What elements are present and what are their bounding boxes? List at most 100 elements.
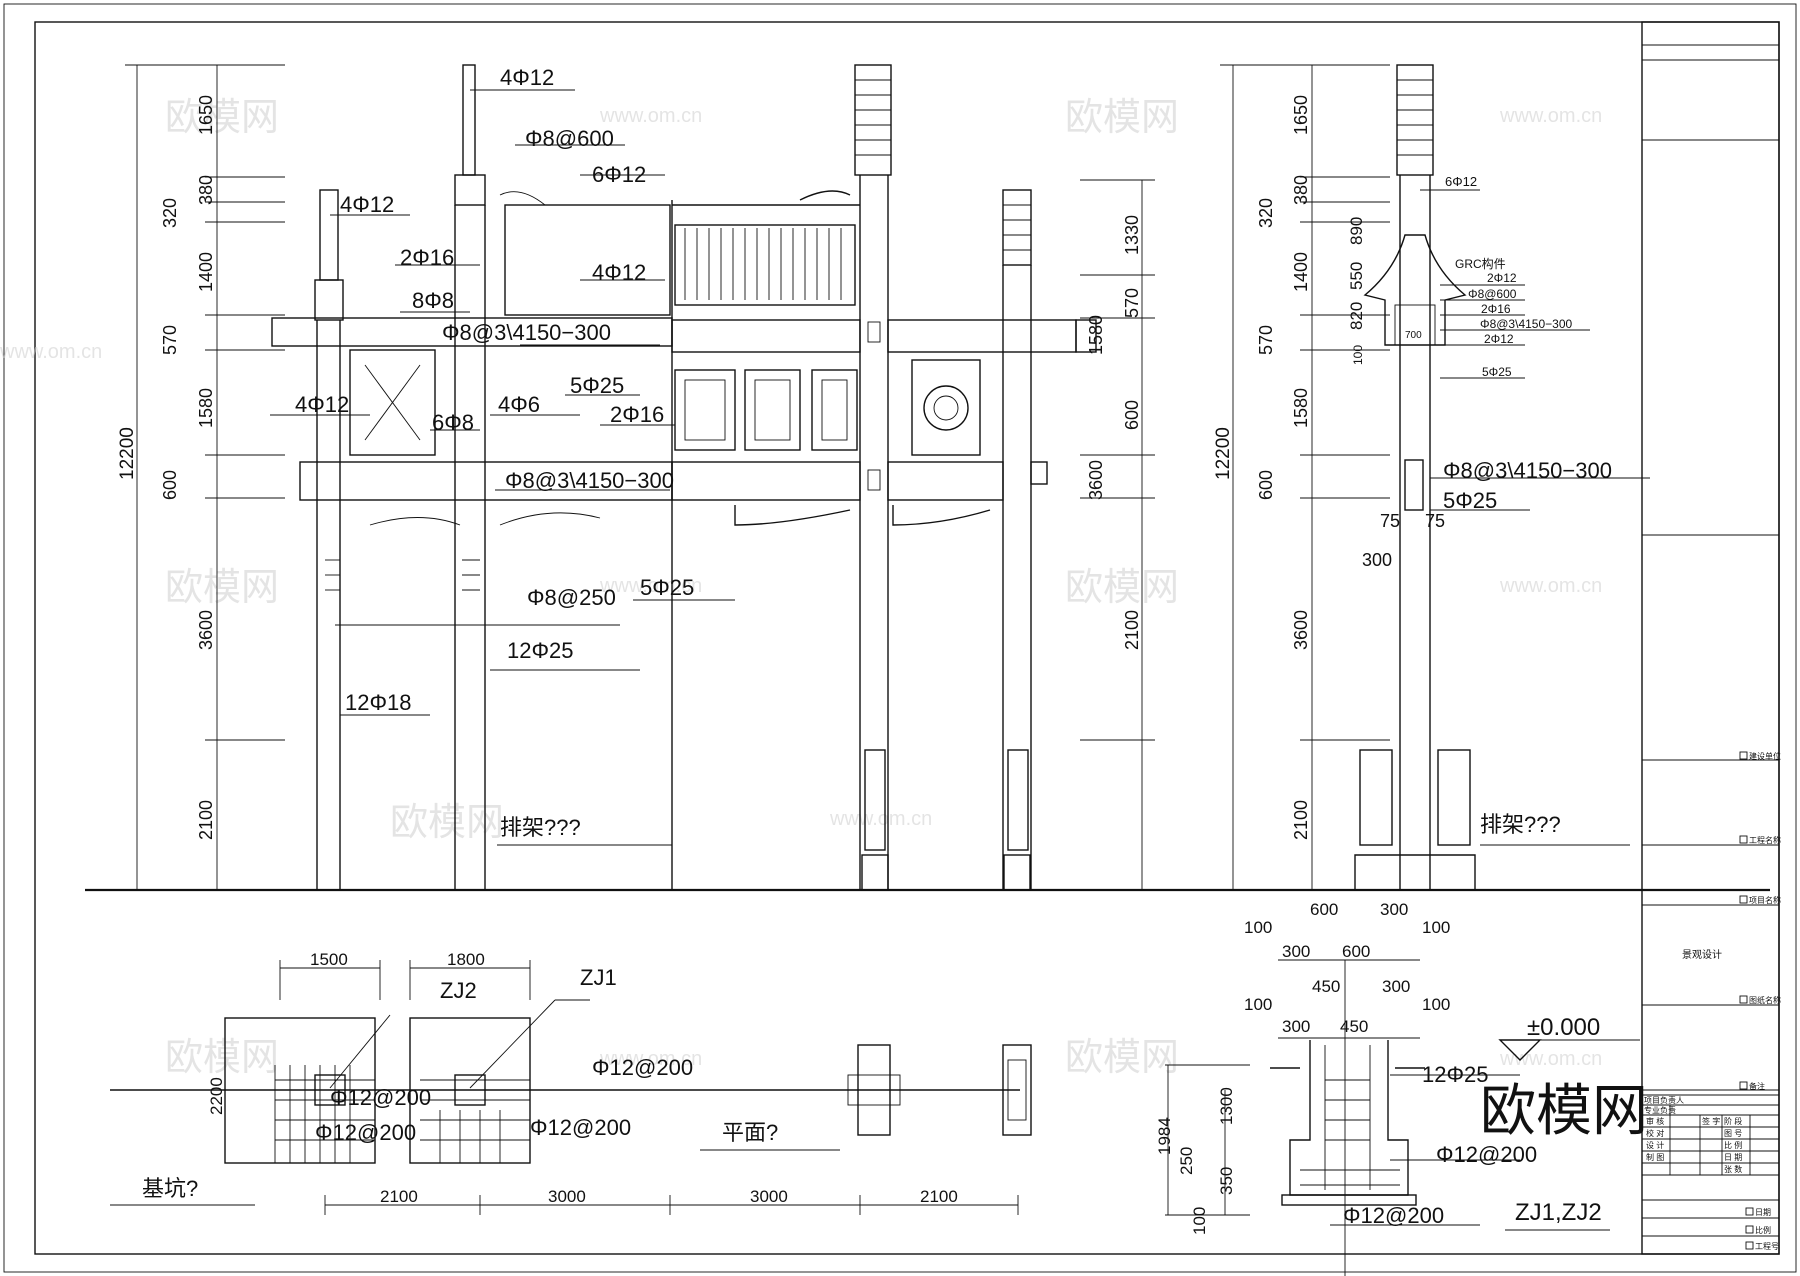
watermark-brand: 欧模网 bbox=[1065, 97, 1179, 139]
watermark-url: www.om.cn bbox=[1499, 1048, 1602, 1070]
footing-dim: 300 bbox=[1380, 900, 1408, 919]
side-rebar-label: 6Φ12 bbox=[1445, 174, 1477, 189]
level-dim: 1650 bbox=[1291, 95, 1311, 135]
tb-project-name: 景观设计 bbox=[1682, 948, 1722, 961]
tb-footer-label: 日期 bbox=[1755, 1208, 1771, 1217]
brand-logo-text: 欧模网 bbox=[1480, 1079, 1648, 1142]
footing-height-dim: 100 bbox=[1190, 1207, 1209, 1235]
detail-dim: 890 bbox=[1347, 217, 1366, 245]
tb-grid-label: 比 例 bbox=[1724, 1140, 1742, 1150]
rebar-label: 12Φ18 bbox=[345, 690, 412, 715]
outer-frame bbox=[3, 3, 1797, 1273]
detail-dim: 820 bbox=[1347, 302, 1366, 330]
side-rebar-label: 5Φ25 bbox=[1482, 365, 1512, 379]
span-dim: 2100 bbox=[380, 1187, 418, 1206]
rebar-label: 5Φ25 bbox=[640, 575, 694, 600]
span-dim: 3000 bbox=[548, 1187, 586, 1206]
watermark-url: www.om.cn bbox=[599, 575, 702, 597]
plan-rebar-label: Φ12@200 bbox=[330, 1085, 431, 1110]
tb-grid-label: 制 图 bbox=[1646, 1152, 1664, 1162]
rebar-label: Φ8@250 bbox=[527, 585, 616, 610]
tb-grid-label: 审 核 bbox=[1646, 1116, 1664, 1126]
footing-dim: 600 bbox=[1310, 900, 1338, 919]
tb-grid-label: 校 对 bbox=[1646, 1128, 1664, 1138]
detail-dim: 100 bbox=[1351, 345, 1365, 365]
tb-label: 备注 bbox=[1749, 1081, 1765, 1091]
span-dim: 2100 bbox=[920, 1187, 958, 1206]
watermark-url: www.om.cn bbox=[599, 1048, 702, 1070]
right-level-dim: 600 bbox=[1122, 400, 1142, 430]
checkbox-icon bbox=[1739, 895, 1748, 904]
footing-dim: 450 bbox=[1340, 1017, 1368, 1036]
watermark-url: www.om.cn bbox=[1499, 105, 1602, 127]
watermark-brand: 欧模网 bbox=[1065, 567, 1179, 609]
level-mark: ±0.000 bbox=[1527, 1014, 1600, 1041]
tb-grid-label: 签 字 bbox=[1702, 1116, 1720, 1126]
checkbox-icon bbox=[1745, 1207, 1754, 1216]
side-rebar-label-large: 5Φ25 bbox=[1443, 488, 1497, 513]
side-rebar-label: 2Φ12 bbox=[1487, 271, 1517, 285]
level-dim: 1400 bbox=[1291, 252, 1311, 292]
front-elevation: 12200 1650 320 380 1400 570 1580 600 360… bbox=[85, 64, 1770, 892]
tb-grid-label: 日 期 bbox=[1724, 1153, 1742, 1162]
side-rebar-label-large: Φ8@3\4150−300 bbox=[1443, 458, 1612, 483]
rebar-label: 4Φ12 bbox=[500, 65, 554, 90]
level-dim: 1580 bbox=[1291, 388, 1311, 428]
level-dim: 600 bbox=[1256, 470, 1276, 500]
tb-label: 工程名称 bbox=[1749, 835, 1781, 845]
column-dim: 75 bbox=[1380, 511, 1400, 531]
right-level-dim: 570 bbox=[1122, 288, 1142, 318]
level-dim: 570 bbox=[1256, 325, 1276, 355]
footing-dim: 600 bbox=[1342, 942, 1370, 961]
pit-and-plan: 1500 1800 2200 ZJ2 ZJ1 Φ12@200 Φ12@200 Φ… bbox=[110, 950, 1032, 1215]
watermark-brand: 欧模网 bbox=[1065, 1037, 1179, 1079]
tb-label: 项目名称 bbox=[1749, 895, 1781, 905]
footing-tag-zj2: ZJ2 bbox=[440, 978, 477, 1003]
rebar-label: Φ8@3\4150−300 bbox=[442, 320, 611, 345]
span-dim: 3000 bbox=[750, 1187, 788, 1206]
level-dim: 380 bbox=[196, 175, 216, 205]
side-elevation: 12200 1650 320 380 1400 570 1580 600 360… bbox=[1213, 64, 1650, 891]
footing-height-dim: 250 bbox=[1177, 1147, 1196, 1175]
footing-dim: 100 bbox=[1422, 995, 1450, 1014]
checkbox-icon bbox=[1739, 1081, 1748, 1090]
tb-label: 图纸名称 bbox=[1749, 995, 1781, 1005]
footing-height-dim: 350 bbox=[1217, 1167, 1236, 1195]
rebar-label: 4Φ12 bbox=[340, 192, 394, 217]
rebar-label: 4Φ12 bbox=[295, 392, 349, 417]
footing-title: ZJ1,ZJ2 bbox=[1515, 1199, 1602, 1226]
level-dim: 2100 bbox=[1291, 800, 1311, 840]
grc-part-label: GRC构件 bbox=[1455, 256, 1506, 271]
drawing-title: 排架??? bbox=[500, 815, 581, 840]
column-dim: 75 bbox=[1425, 511, 1445, 531]
tb-grid-label: 阶 段 bbox=[1724, 1116, 1742, 1126]
right-level-dim: 2100 bbox=[1122, 610, 1142, 650]
side-rebar-label: Φ8@3\4150−300 bbox=[1480, 317, 1572, 331]
watermark-brand: 欧模网 bbox=[165, 1037, 279, 1079]
watermark-url: www.om.cn bbox=[829, 808, 932, 830]
level-dim: 3600 bbox=[1291, 610, 1311, 650]
detail-dim: 550 bbox=[1347, 262, 1366, 290]
footing-dim: 100 bbox=[1422, 918, 1450, 937]
level-dim: 2100 bbox=[196, 800, 216, 840]
level-dim: 1580 bbox=[196, 388, 216, 428]
overall-height-dim: 12200 bbox=[1213, 427, 1234, 480]
side-dim-label: 700 bbox=[1405, 330, 1422, 341]
level-dim: 3600 bbox=[196, 610, 216, 650]
rebar-label: 5Φ25 bbox=[570, 373, 624, 398]
level-dim: 380 bbox=[1291, 175, 1311, 205]
level-dim: 320 bbox=[160, 198, 180, 228]
footing-dim: 300 bbox=[1282, 1017, 1310, 1036]
footing-dim: 300 bbox=[1382, 977, 1410, 996]
title-block: 建设单位 工程名称 项目名称 景观设计 图纸名称 备注 项目负责人 专业负责 审… bbox=[1641, 21, 1781, 1255]
pit-dim: 2200 bbox=[207, 1077, 226, 1115]
plan-rebar-label: Φ12@200 bbox=[530, 1115, 631, 1140]
footing-dim: 100 bbox=[1244, 918, 1272, 937]
watermark-url: www.om.cn bbox=[599, 105, 702, 127]
side-rebar-label: 2Φ16 bbox=[1481, 302, 1511, 316]
column-dim: 300 bbox=[1362, 550, 1392, 570]
rebar-label: 2Φ16 bbox=[610, 402, 664, 427]
plan-rebar-label: Φ12@200 bbox=[592, 1055, 693, 1080]
rebar-label: 12Φ25 bbox=[507, 638, 574, 663]
